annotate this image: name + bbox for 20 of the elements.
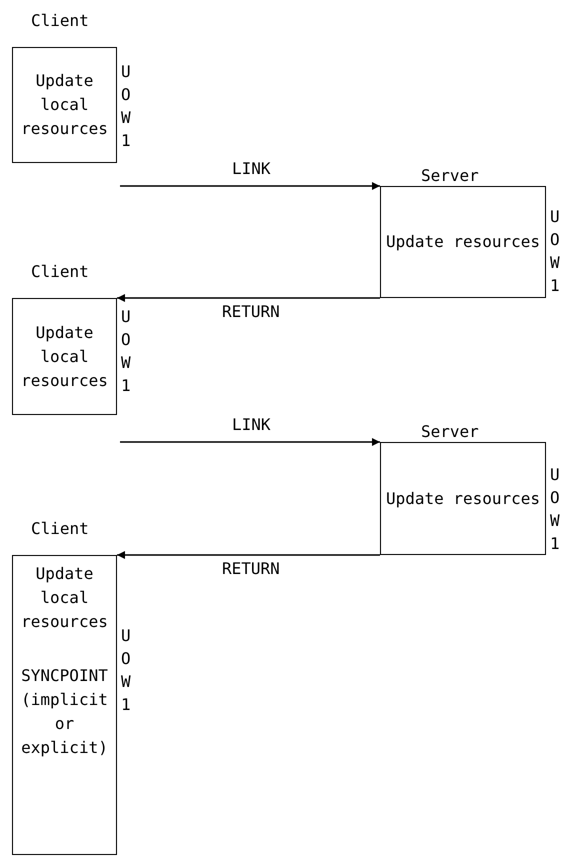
box-heading: Server [421,422,479,442]
box-text: Update resources [384,488,542,510]
box-text: Update local resources [20,70,109,140]
side-label: UOW1 [121,306,132,397]
box-text: Update local resources [20,563,109,633]
arrow [120,438,380,446]
arrow [117,551,380,559]
box-heading: Client [31,11,89,31]
side-label: UOW1 [550,206,561,297]
box-heading: Server [421,166,479,186]
box-text: Update local resources [20,322,109,392]
side-label: UOW1 [121,625,132,716]
side-label: UOW1 [550,464,561,555]
box-heading: Client [31,519,89,539]
arrow [117,294,380,302]
side-label: UOW1 [121,61,132,152]
box-text: SYNCPOINT (implicit or explicit) [20,665,109,759]
box-text: Update resources [384,231,542,253]
box-heading: Client [31,262,89,282]
arrow [120,182,380,190]
